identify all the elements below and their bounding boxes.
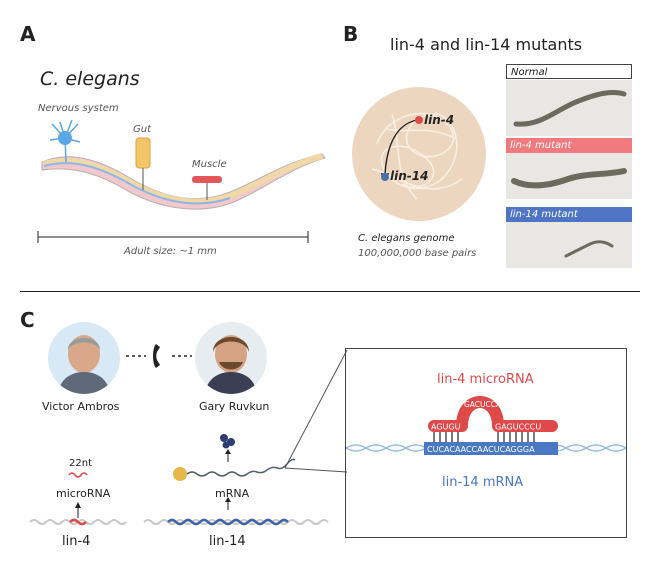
lin4-gene-label: lin-4	[62, 534, 91, 549]
normal-label: Normal	[506, 64, 632, 79]
mirna-seq-left: AGUGU	[431, 423, 461, 432]
lin14-gene-diagram	[143, 434, 329, 526]
genome-gene-lin14: lin-14	[390, 169, 429, 183]
ribosome-icon	[220, 434, 235, 462]
person1-name: Victor Ambros	[42, 400, 120, 413]
normal-worm-photo	[506, 80, 632, 136]
lin14-mutant-label: lin-14 mutant	[506, 207, 632, 222]
mrna-label: mRNA	[215, 487, 250, 500]
lin14-mutant-photo	[506, 222, 632, 268]
lin4-mutant-label: lin-4 mutant	[506, 138, 632, 153]
microrna-small-icon	[68, 472, 88, 478]
species-title: C. elegans	[40, 68, 140, 90]
lin14-mutant-panel: lin-14 mutant	[506, 207, 632, 268]
genome-circle-diagram	[352, 87, 486, 221]
mirna-loop-seq: GACUCCA	[464, 400, 502, 409]
phone-call-connector	[126, 344, 192, 368]
lin4-mutant-photo	[506, 153, 632, 199]
mrna-title: lin-14 mRNA	[442, 475, 524, 490]
lin4-mutant-panel: lin-4 mutant	[506, 138, 632, 199]
size-scale-bar	[37, 231, 309, 243]
microrna-label: microRNA	[56, 487, 111, 500]
neuron-icon	[49, 119, 81, 163]
normal-worm-panel: Normal	[506, 64, 632, 136]
portrait-gary-ruvkun	[195, 322, 267, 394]
worm-anatomy-illustration	[41, 119, 326, 210]
lin14-gene-label: lin-14	[209, 534, 246, 549]
panel-a-label: A	[20, 22, 36, 46]
genome-title: C. elegans genome	[358, 233, 455, 244]
panel-b-title: lin-4 and lin-14 mutants	[390, 35, 583, 54]
section-divider	[20, 291, 640, 292]
portrait-victor-ambros	[48, 322, 120, 394]
person2-name: Gary Ruvkun	[199, 400, 270, 413]
panel-b-label: B	[343, 22, 359, 46]
lin4-gene-diagram	[29, 502, 127, 526]
nervous-system-label: Nervous system	[38, 103, 119, 114]
phone-icon	[153, 344, 160, 368]
mirna-title: lin-4 microRNA	[437, 372, 534, 387]
mirna-seq-right: GAGUCCCU	[495, 423, 541, 432]
muscle-label: Muscle	[192, 159, 227, 170]
genome-gene-lin4: lin-4	[424, 113, 455, 127]
nt-label: 22nt	[69, 458, 92, 469]
gut-label: Gut	[133, 124, 152, 135]
binding-detail-box	[345, 348, 627, 538]
mirna-mrna-binding-diagram: AGUGU GACUCCA GAGUCCCU CUCACAACCAACUCAGG…	[346, 396, 626, 455]
gut-cell-icon	[135, 137, 151, 190]
adult-size-label: Adult size: ~1 mm	[124, 246, 217, 257]
genome-size: 100,000,000 base pairs	[358, 248, 477, 259]
muscle-cell-icon	[192, 176, 222, 200]
zoom-callout-lines	[284, 349, 348, 473]
mrna-seq: CUCACAACCAACUCAGGGA	[427, 445, 535, 454]
panel-c-label: C	[20, 308, 35, 332]
